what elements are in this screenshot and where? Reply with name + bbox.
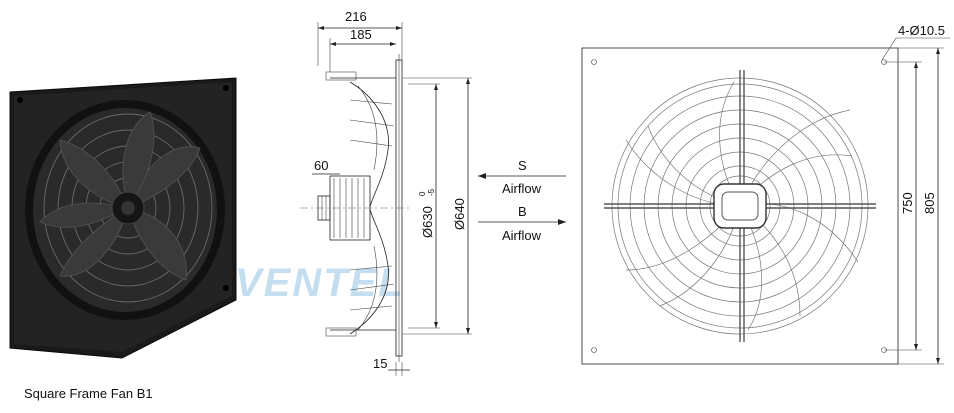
airflow-indicators: [478, 173, 566, 225]
dim-hub: 60: [314, 158, 328, 173]
dim-frame-size: 805: [922, 192, 937, 214]
airflow-s-label: S: [518, 158, 527, 173]
holes-spec: 4-Ø10.5: [898, 23, 945, 38]
airflow-s-text: Airflow: [502, 181, 542, 196]
airflow-b-label: B: [518, 204, 527, 219]
dim-hole-spacing: 750: [900, 192, 915, 214]
fan-photo: [9, 77, 237, 359]
dim-impeller-tol-upper: 0: [418, 191, 427, 196]
front-view-drawing: [581, 37, 950, 365]
dim-impeller-tol-lower: -5: [427, 188, 436, 196]
dim-frame-depth: 185: [350, 27, 372, 42]
figure-caption: Square Frame Fan B1: [24, 386, 153, 401]
dim-overall-depth: 216: [345, 9, 367, 24]
svg-text:VENTEL: VENTEL: [235, 261, 405, 305]
side-view-drawing: [300, 22, 472, 376]
watermark-logo: VENTEL: [235, 261, 405, 305]
airflow-b-text: Airflow: [502, 228, 542, 243]
dim-impeller-diameter: Ø630: [420, 206, 435, 238]
dim-housing-diameter: Ø640: [452, 198, 467, 230]
dim-flange: 15: [373, 356, 387, 371]
